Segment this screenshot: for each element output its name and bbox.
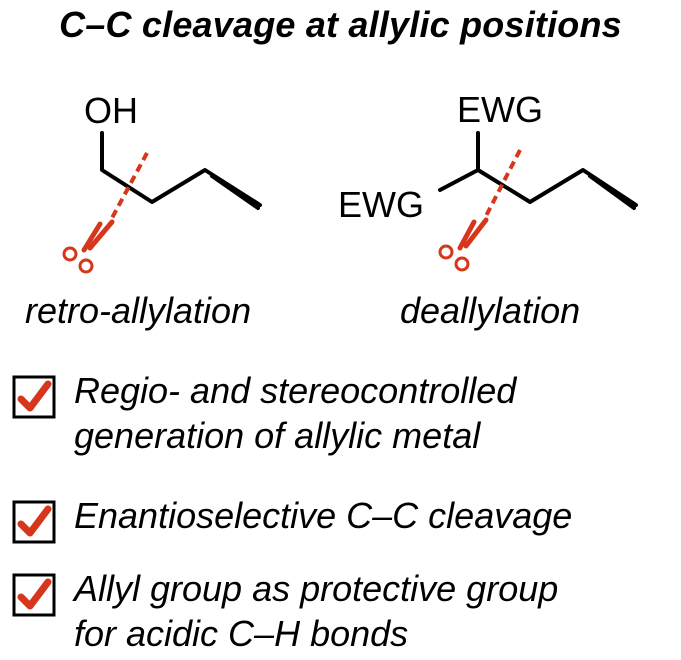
alkene-double-bond [210,174,260,210]
cleavage-line [484,149,522,217]
ewg-left-label: EWG [338,184,424,225]
checklist-item-text: Allyl group as protective group for acid… [74,568,559,654]
checklist-item-text: Regio- and stereocontrolled generation o… [74,370,517,456]
checklist-item-text: Enantioselective C–C cleavage [74,495,573,536]
ewg-top-label: EWG [457,89,543,130]
diagram-title: C–C cleavage at allylic positions [59,4,622,45]
checkbox-checked-icon [12,573,56,617]
alkene-double-bond [588,174,636,210]
retro-allylation-structure: OH [62,90,262,274]
checklist-item: Enantioselective C–C cleavage [12,493,572,544]
checklist-item: Regio- and stereocontrolled generation o… [12,368,516,458]
retro-allylation-caption: retro-allylation [25,290,252,331]
reaction-scheme: OH EWG EWG [62,89,638,274]
scissors-icon [62,219,115,274]
checkbox-checked-icon [12,500,56,544]
deallylation-structure: EWG EWG [338,89,638,272]
ewg-bond [438,168,480,192]
checkbox-checked-icon [12,375,56,419]
scissors-icon [438,217,489,272]
deallylation-caption: deallylation [400,290,581,331]
oh-label: OH [84,90,138,131]
checklist-item: Allyl group as protective group for acid… [12,566,558,656]
